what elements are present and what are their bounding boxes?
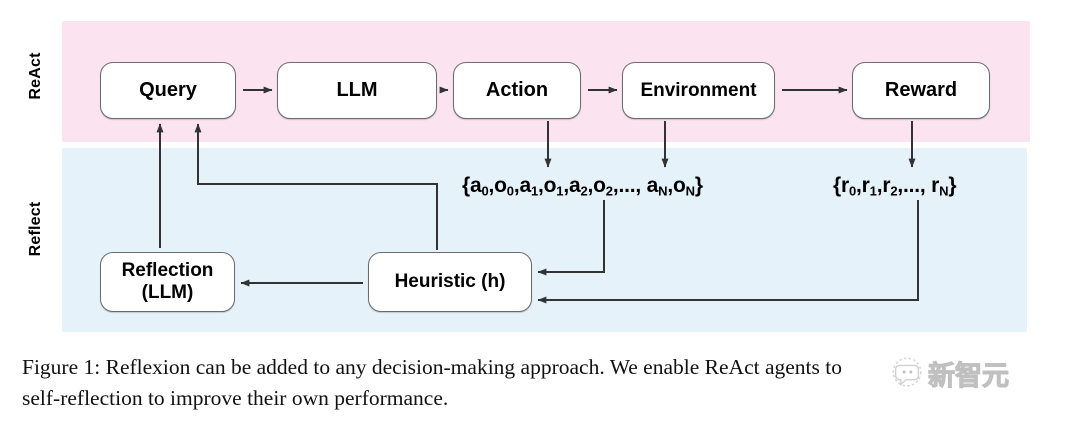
rewards-set-label: {r0,r1,r2,..., rN} [833, 174, 957, 199]
node-heuristic[interactable]: Heuristic (h) [368, 252, 532, 312]
reflect-row-label: Reflect [27, 201, 44, 257]
watermark-text: 新智元 [927, 360, 1009, 391]
node-reflection[interactable]: Reflection (LLM) [100, 252, 235, 312]
trajectory-set-label: {a0,o0,a1,o1,a2,o2,..., aN,oN} [462, 174, 703, 199]
node-reflection-line1: Reflection [121, 260, 214, 282]
figure-caption: Figure 1: Reflexion can be added to any … [22, 352, 1062, 413]
react-row-label: ReAct [27, 52, 44, 100]
node-reflection-line2: (LLM) [141, 282, 194, 303]
caption-line-1: Figure 1: Reflexion can be added to any … [22, 355, 842, 379]
node-llm[interactable]: LLM [277, 62, 437, 119]
node-environment[interactable]: Environment [622, 62, 775, 119]
node-action[interactable]: Action [453, 62, 581, 119]
chat-bubble-logo-icon [892, 357, 922, 387]
node-reward[interactable]: Reward [852, 62, 990, 119]
node-query[interactable]: Query [100, 62, 236, 119]
watermark: 新智元 [888, 352, 1058, 394]
caption-line-2: self-reflection to improve their own per… [22, 385, 449, 410]
